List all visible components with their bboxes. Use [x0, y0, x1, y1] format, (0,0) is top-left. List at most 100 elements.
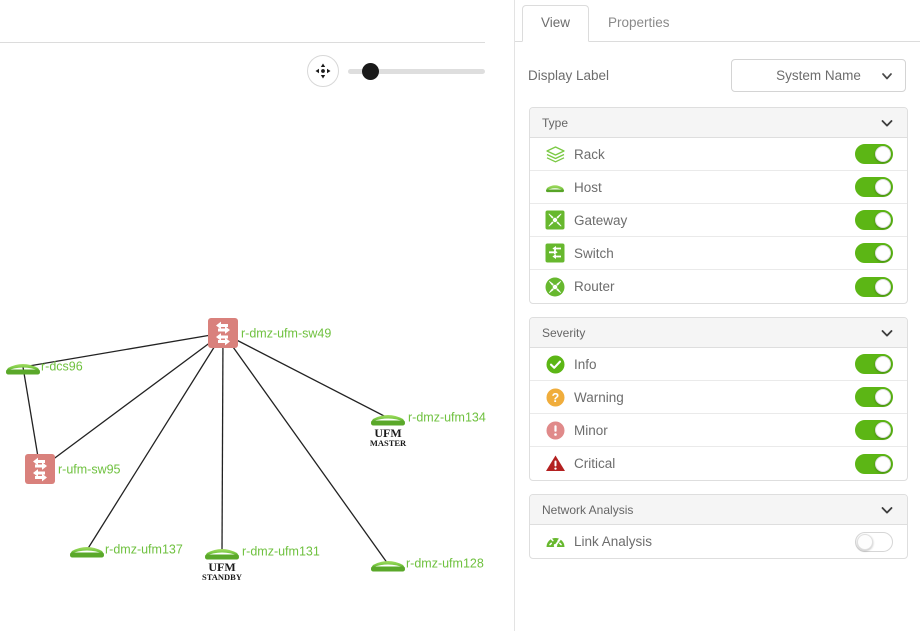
option-label: Host [574, 179, 602, 195]
node-badge-main: UFM [374, 426, 401, 440]
toggle-host[interactable] [855, 177, 893, 197]
option-row-router: Router [530, 270, 907, 303]
toggle-critical[interactable] [855, 453, 893, 474]
toggle-minor[interactable] [855, 420, 893, 440]
option-row-info: Info [530, 348, 907, 381]
toggle-link-analysis[interactable] [855, 531, 893, 552]
display-label-select-value: System Name [776, 68, 861, 83]
chevron-down-icon [880, 69, 894, 88]
display-label-select[interactable]: System Name [731, 59, 906, 92]
section-header-type[interactable]: Type [530, 108, 907, 138]
toggle-rack[interactable] [855, 144, 893, 164]
toggle-knob [875, 212, 891, 228]
toggle-router[interactable] [855, 276, 893, 297]
option-row-switch: Switch [530, 237, 907, 270]
topology-svg: r-dmz-ufm-sw49 r-dcs96 r-ufm-sw95 r-dmz-ufm… [6, 318, 486, 582]
option-row-warning: ? Warning [530, 381, 907, 414]
panel-tabs: View Properties [515, 0, 920, 42]
toggle-switch[interactable] [855, 243, 893, 263]
option-label: Warning [574, 389, 624, 405]
network-topology-graph[interactable]: r-dmz-ufm-sw49 r-dcs96 r-ufm-sw95 r-dmz-ufm… [0, 42, 514, 631]
option-label: Router [574, 279, 615, 294]
gauge-icon [544, 531, 566, 553]
node-label: r-dmz-ufm128 [406, 556, 484, 570]
switch-icon [25, 454, 55, 484]
chevron-down-icon[interactable] [879, 325, 895, 341]
section-title: Network Analysis [542, 502, 634, 517]
move-fit-icon[interactable] [307, 55, 339, 87]
section-header-network-analysis[interactable]: Network Analysis [530, 495, 907, 525]
warning-question-icon: ? [544, 386, 566, 408]
toggle-knob [875, 245, 891, 261]
topology-edge[interactable] [222, 332, 389, 419]
node-badge-sub: STANDBY [202, 572, 242, 582]
host-icon [371, 561, 405, 572]
chevron-down-icon[interactable] [879, 502, 895, 518]
option-row-link-analysis: Link Analysis [530, 525, 907, 558]
section-title: Severity [542, 325, 586, 340]
option-row-host: Host [530, 171, 907, 204]
zoom-slider[interactable] [348, 63, 485, 80]
tab-view[interactable]: View [522, 4, 590, 42]
zoom-slider-control[interactable] [307, 55, 485, 87]
host-icon [70, 547, 104, 558]
switch-arrows-glyph [33, 457, 47, 482]
topology-edge[interactable] [22, 332, 224, 368]
toggle-knob [857, 533, 873, 550]
node-label: r-dmz-ufm134 [408, 410, 486, 424]
topology-node-sw49[interactable]: r-dmz-ufm-sw49 [208, 318, 331, 348]
toggle-knob [875, 422, 891, 438]
topology-edge[interactable] [222, 332, 389, 565]
toggle-warning[interactable] [855, 387, 893, 407]
zoom-slider-track[interactable] [348, 69, 485, 74]
option-label: Info [574, 356, 597, 372]
chevron-down-icon[interactable] [879, 115, 895, 131]
switch-arrows-glyph [216, 321, 230, 346]
topology-node-ufm137[interactable]: r-dmz-ufm137 [70, 542, 183, 558]
gateway-icon [544, 209, 566, 231]
section-header-severity[interactable]: Severity [530, 318, 907, 348]
tab-properties[interactable]: Properties [608, 14, 670, 30]
topology-node-ufm128[interactable]: r-dmz-ufm128 [371, 556, 484, 572]
option-row-gateway: Gateway [530, 204, 907, 237]
topology-edge[interactable] [22, 366, 41, 470]
topology-edge[interactable] [86, 332, 224, 551]
topology-node-sw95[interactable]: r-ufm-sw95 [25, 454, 121, 484]
svg-text:?: ? [551, 391, 559, 405]
move-fit-glyph [315, 63, 331, 79]
topology-edge[interactable] [39, 332, 224, 470]
toggle-info[interactable] [855, 354, 893, 374]
option-row-rack: Rack [530, 138, 907, 171]
node-badge-sub: MASTER [370, 438, 407, 448]
display-label-row: Display Label System Name [515, 42, 920, 107]
node-label: r-dmz-ufm137 [105, 542, 183, 556]
node-badge-main: UFM [208, 560, 235, 574]
node-label: r-dcs96 [41, 359, 83, 373]
node-label: r-dmz-ufm-sw49 [241, 326, 331, 340]
host-icon [371, 415, 405, 426]
topology-edge[interactable] [221, 332, 224, 553]
node-label: r-ufm-sw95 [58, 462, 121, 476]
toggle-gateway[interactable] [855, 210, 893, 230]
option-row-minor: Minor [530, 414, 907, 447]
info-check-icon [544, 353, 566, 375]
switch-icon [208, 318, 238, 348]
option-label: Gateway [574, 212, 628, 228]
topology-node-dcs96[interactable]: r-dcs96 [6, 359, 83, 375]
topology-nodes: r-dmz-ufm-sw49 r-dcs96 r-ufm-sw95 r-dmz-ufm… [6, 318, 486, 582]
router-icon [544, 276, 566, 298]
option-label: Link Analysis [574, 534, 653, 549]
toggle-knob [875, 455, 891, 472]
topology-canvas-panel: r-dmz-ufm-sw49 r-dcs96 r-ufm-sw95 r-dmz-ufm… [0, 42, 514, 631]
toggle-knob [875, 389, 891, 405]
settings-panel: View Properties Display Label System Name… [514, 0, 920, 631]
zoom-slider-handle[interactable] [362, 63, 380, 80]
option-label: Rack [574, 146, 605, 162]
